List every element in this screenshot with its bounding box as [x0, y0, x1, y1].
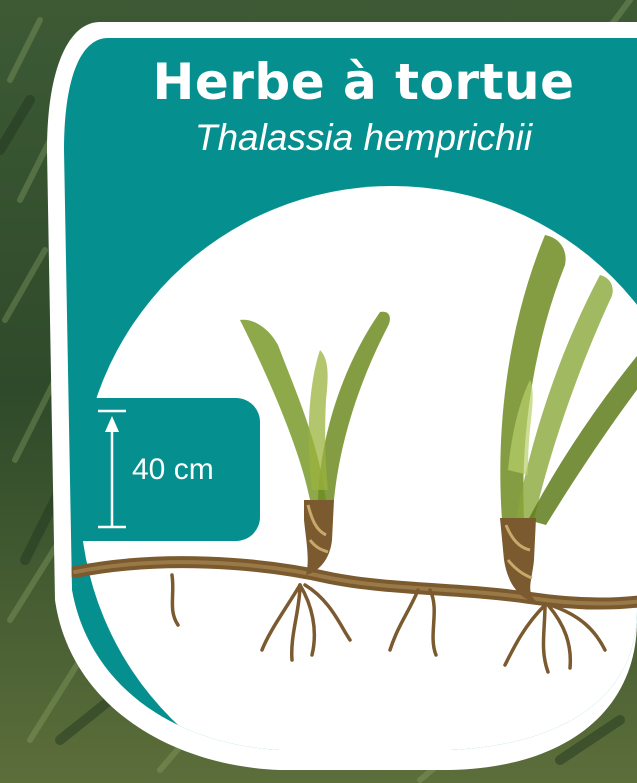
common-name-title: Herbe à tortue [90, 52, 637, 112]
scale-label: 40 cm [132, 452, 214, 488]
scientific-name: Thalassia hemprichii [90, 116, 637, 160]
title-block: Herbe à tortue Thalassia hemprichii [90, 52, 637, 160]
